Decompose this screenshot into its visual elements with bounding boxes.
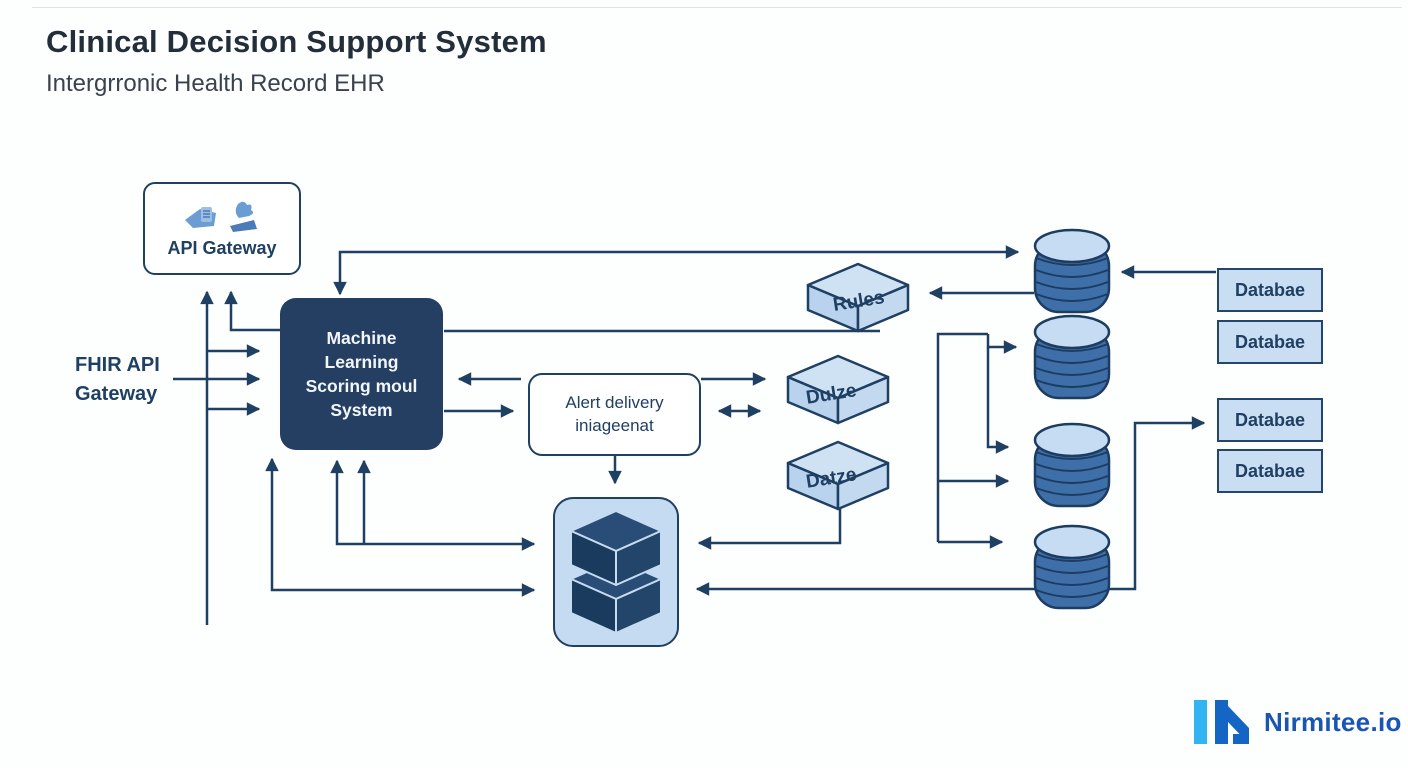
page-title: Clinical Decision Support System — [46, 24, 547, 59]
api-gateway-node: API Gateway — [143, 182, 301, 275]
stacked-cubes-icon — [570, 510, 662, 634]
nirmitee-logo-icon — [1194, 700, 1249, 744]
database-cylinder-1 — [1033, 228, 1111, 314]
database-cylinder-4 — [1033, 524, 1111, 610]
api-gateway-icon — [185, 201, 257, 232]
alert-line-2: iniageenat — [575, 415, 654, 435]
database-cylinder-2 — [1033, 314, 1111, 400]
database-box-2: Databae — [1217, 320, 1323, 364]
ml-line-4: System — [330, 400, 393, 421]
connector-arrows — [173, 245, 1216, 625]
ml-scoring-node: Machine Learning Scoring moul System — [280, 298, 443, 450]
top-divider — [32, 7, 1402, 8]
database-cylinder-3 — [1033, 422, 1111, 508]
page-subtitle: Intergrronic Health Record EHR — [46, 70, 385, 97]
nirmitee-logo-text: Nirmitee.io — [1264, 706, 1402, 737]
fhir-line-2: Gateway — [75, 383, 158, 405]
ml-line-2: Learning — [324, 351, 399, 372]
alert-delivery-node: Alert delivery iniageenat — [528, 373, 701, 456]
database-box-3: Databae — [1217, 398, 1323, 442]
nirmitee-logo: Nirmitee.io — [1192, 698, 1402, 746]
ml-line-1: Machine — [326, 327, 397, 348]
data-warehouse-node — [553, 497, 679, 647]
fhir-api-gateway-label: FHIR API Gateway — [75, 351, 160, 409]
fhir-line-1: FHIR API — [75, 354, 160, 376]
api-gateway-label: API Gateway — [167, 238, 277, 258]
alert-line-1: Alert delivery — [565, 392, 664, 412]
database-box-1: Databae — [1217, 268, 1323, 312]
database-box-4: Databae — [1217, 449, 1323, 493]
ml-line-3: Scoring moul — [305, 376, 418, 396]
